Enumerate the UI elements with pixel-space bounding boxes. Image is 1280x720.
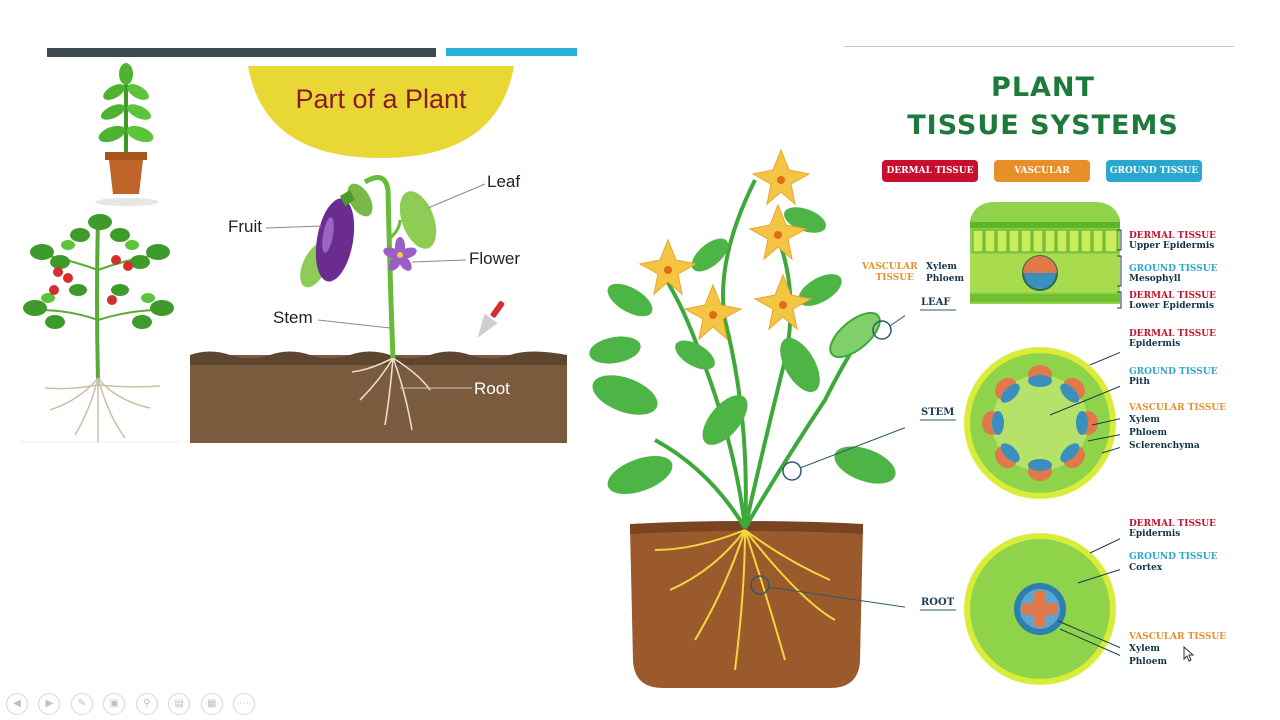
potted-plant-image [95,63,159,206]
stem-ground-head: GROUND TISSUE [1129,367,1218,377]
organ-root-label: ROOT [921,597,955,608]
tissue-title-line1: PLANT [991,72,1095,103]
leaf-phloem-label: Phloem [926,274,964,284]
root-ground-head: GROUND TISSUE [1129,552,1218,562]
next-icon[interactable]: ▶ [38,693,61,715]
root-cross-section [964,533,1120,685]
leaf-mesophyll: Mesophyll [1129,274,1181,284]
stem-cross-section [964,347,1120,499]
label-flower: Flower [469,249,521,268]
label-fruit: Fruit [228,217,262,236]
stem-phloem: Phloem [1129,428,1167,438]
header-rule-right [844,46,1234,47]
slides-icon[interactable]: ▣ [103,693,126,715]
leaf-upper-epidermis: Upper Epidermis [1129,241,1215,251]
stem-dermal-head: DERMAL TISSUE [1129,329,1216,339]
legend-dermal: DERMAL TISSUE [882,160,978,182]
label-root: Root [474,379,510,398]
flowering-plant-image [589,148,905,688]
label-leaf: Leaf [487,172,521,191]
previous-icon[interactable]: ◀ [6,693,28,715]
root-phloem: Phloem [1129,657,1167,667]
zoom-icon[interactable]: ⚲ [135,693,158,715]
root-cortex: Cortex [1129,563,1163,573]
title-banner [248,66,514,158]
stem-epidermis: Epidermis [1129,339,1181,349]
leaf-dermal-lower-head: DERMAL TISSUE [1129,291,1216,301]
more-icon[interactable]: ⋯ [233,693,256,715]
organ-stem-label: STEM [921,407,955,418]
root-vascular-head: VASCULAR TISSUE [1129,632,1227,642]
header-bar-blue [446,48,577,56]
organ-underlines [920,309,956,611]
tissue-title-line2: TISSUE SYSTEMS [907,110,1179,141]
legend-ground: GROUND TISSUE [1106,160,1202,182]
leaf-lower-epidermis: Lower Epidermis [1129,301,1215,311]
label-stem: Stem [273,308,313,327]
root-dermal-head: DERMAL TISSUE [1129,519,1216,529]
leaf-vascular-head2: TISSUE [875,273,914,283]
leaf-brackets [1117,229,1122,309]
leaf-xylem-label: Xylem [926,262,957,272]
tomato-plant-image [20,214,180,443]
leaf-cross-section [970,202,1120,304]
stem-xylem: Xylem [1129,415,1160,425]
pen-icon[interactable]: ✎ [70,693,93,715]
mouse-cursor-icon [1183,646,1195,662]
parts-diagram-title: Part of a Plant [295,84,467,114]
stem-sclerenchyma: Sclerenchyma [1129,441,1200,451]
eggplant-diagram [190,175,567,443]
root-epidermis: Epidermis [1129,529,1181,539]
subtitles-icon[interactable]: ▤ [168,693,191,715]
legend-vascular: VASCULAR TISSUE [994,160,1090,198]
root-xylem: Xylem [1129,644,1160,654]
presentation-toolbar: ◀ ▶ ✎ ▣ ⚲ ▤ ▦ ⋯ [6,693,261,715]
leaf-vascular-head: VASCULAR [862,262,918,272]
stem-pith: Pith [1129,377,1150,387]
organ-leaf-label: LEAF [921,297,951,308]
camera-off-icon[interactable]: ▦ [200,693,223,715]
leaf-dermal-upper-head: DERMAL TISSUE [1129,231,1216,241]
stem-vascular-head: VASCULAR TISSUE [1129,403,1227,413]
leaf-ground-head: GROUND TISSUE [1129,264,1218,274]
header-bar-dark [47,48,436,57]
